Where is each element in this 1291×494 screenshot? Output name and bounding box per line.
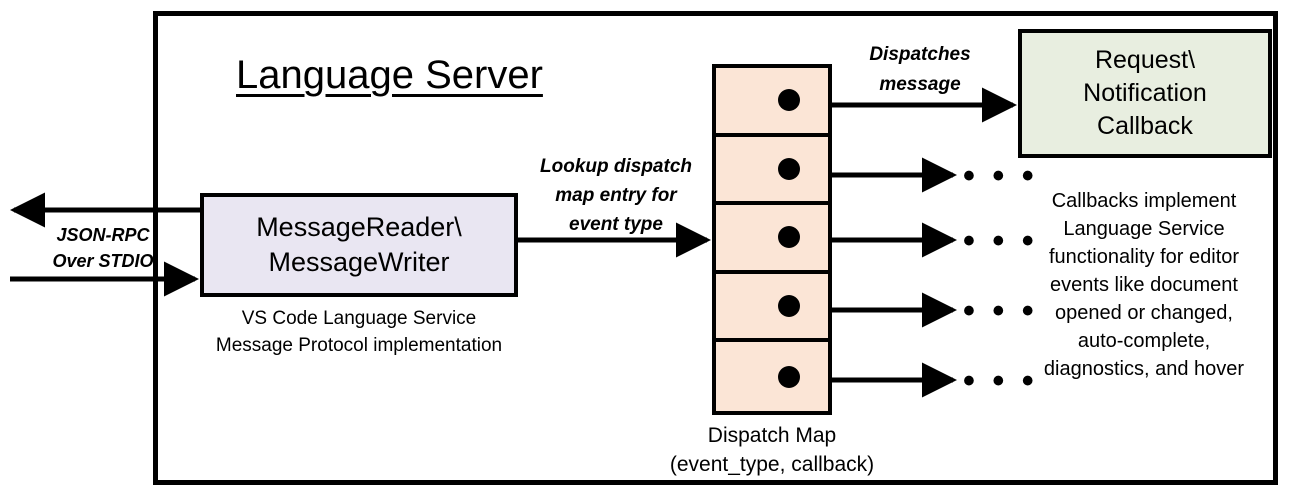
callback-caption-line-3: functionality for editor — [1048, 246, 1240, 268]
dispatch-entry-dot-icon — [778, 89, 800, 112]
callback-caption-line-6: auto-complete, — [1077, 330, 1211, 352]
language-server-boundary — [153, 11, 1278, 485]
table-row[interactable] — [716, 68, 828, 137]
page-title: Language Server — [236, 53, 543, 97]
message-reader-writer-line-2: MessageWriter — [268, 247, 450, 277]
dispatch-entry-dot-icon — [778, 295, 800, 318]
callback-title-line-1: Request\ — [1094, 46, 1196, 74]
callback-title-line-3: Callback — [1097, 112, 1193, 140]
dispatch-map-caption: Dispatch Map (event_type, callback) — [645, 421, 899, 479]
request-notification-callback-label: Request\ Notification Callback — [1083, 44, 1207, 143]
dispatch-map-caption-line-1: Dispatch Map — [707, 424, 837, 447]
table-row[interactable] — [716, 205, 828, 274]
dispatch-row-2-ellipsis: • • • — [963, 157, 1038, 195]
message-reader-writer-caption-line-1: VS Code Language Service — [241, 308, 477, 329]
lookup-dispatch-line-2: map entry for — [555, 185, 677, 206]
dispatch-map-caption-line-2: (event_type, callback) — [669, 453, 875, 476]
callback-caption-line-1: Callbacks implement — [1051, 190, 1237, 212]
jsonrpc-stdio-line-2: Over STDIO — [52, 251, 154, 271]
message-reader-writer-line-1: MessageReader\ — [256, 212, 462, 242]
jsonrpc-stdio-label: JSON-RPC Over STDIO — [28, 222, 178, 274]
dispatch-entry-dot-icon — [778, 226, 800, 249]
callback-caption-line-5: opened or changed, — [1055, 302, 1233, 324]
table-row[interactable] — [716, 137, 828, 206]
callback-title-line-2: Notification — [1083, 79, 1207, 107]
dispatch-entry-dot-icon — [778, 157, 800, 180]
callback-caption-line-2: Language Service — [1063, 218, 1225, 240]
callback-caption-line-7: diagnostics, and hover — [1043, 358, 1245, 380]
lookup-dispatch-line-1: Lookup dispatch — [540, 156, 692, 177]
dispatches-message-line-1: Dispatches — [869, 44, 971, 65]
dispatches-message-label: Dispatches message — [834, 40, 1006, 100]
dispatch-map-table[interactable] — [712, 64, 832, 415]
table-row[interactable] — [716, 342, 828, 411]
message-reader-writer-caption-line-2: Message Protocol implementation — [215, 335, 503, 356]
callback-caption-line-4: events like document — [1050, 274, 1238, 296]
callback-description: Callbacks implement Language Service fun… — [1010, 187, 1278, 383]
jsonrpc-stdio-line-1: JSON-RPC — [56, 225, 150, 245]
message-reader-writer-caption: VS Code Language Service Message Protoco… — [182, 305, 536, 359]
message-reader-writer-label: MessageReader\ MessageWriter — [256, 210, 462, 280]
message-reader-writer-box[interactable]: MessageReader\ MessageWriter — [200, 193, 518, 297]
dispatch-entry-dot-icon — [778, 365, 800, 388]
lookup-dispatch-label: Lookup dispatch map entry for event type — [516, 152, 716, 239]
request-notification-callback-box[interactable]: Request\ Notification Callback — [1018, 29, 1272, 158]
dispatches-message-line-2: message — [879, 74, 961, 95]
table-row[interactable] — [716, 274, 828, 343]
lookup-dispatch-line-3: event type — [569, 214, 663, 235]
